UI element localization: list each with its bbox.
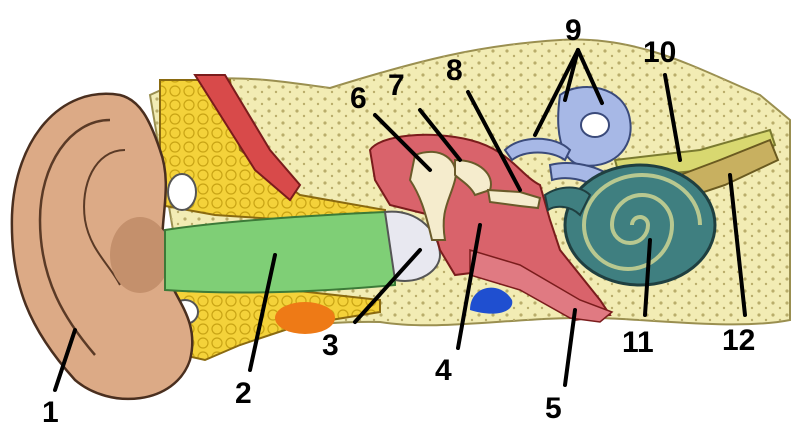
label-8: 8 <box>446 54 463 87</box>
label-2: 2 <box>235 377 252 410</box>
label-4: 4 <box>435 354 452 387</box>
label-5: 5 <box>545 392 562 425</box>
label-10: 10 <box>643 36 676 69</box>
label-12: 12 <box>722 324 755 357</box>
label-9: 9 <box>565 14 582 47</box>
label-1: 1 <box>42 396 59 429</box>
label-7: 7 <box>388 69 405 102</box>
label-11: 11 <box>622 326 654 359</box>
label-6: 6 <box>350 82 367 115</box>
cartilage-hole-upper <box>168 174 196 210</box>
label-3: 3 <box>322 329 339 362</box>
leader-5 <box>565 310 575 385</box>
concha <box>110 217 170 293</box>
